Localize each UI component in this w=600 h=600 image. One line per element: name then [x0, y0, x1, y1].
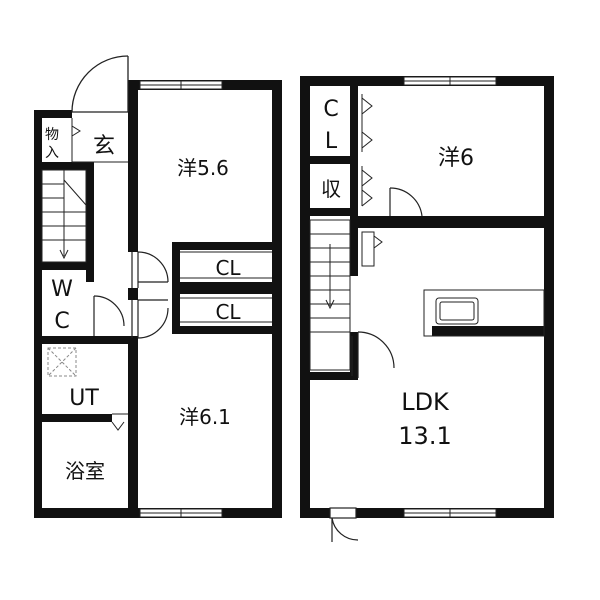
floor-2: C L 収 洋6 LDK 13.1 [300, 76, 554, 542]
label-western-room-a: 洋5.6 [177, 156, 229, 180]
label-bathroom: 浴室 [65, 459, 105, 483]
label-closet-a: CL [215, 256, 241, 280]
floor-2-stairs [309, 219, 351, 371]
floor-1-room-a-door [131, 251, 169, 288]
floor-2-room-door [389, 187, 423, 217]
floor-1-washer-space [47, 347, 77, 377]
label-western-room: 洋6 [438, 146, 474, 171]
label-entrance: 玄 [93, 134, 115, 159]
floor-2-ldk-door [351, 331, 395, 378]
label-closet-top: C [323, 97, 338, 122]
floor-2-bottom-door [329, 507, 359, 542]
label-western-room-b: 洋6.1 [179, 405, 231, 429]
floor-1-wc-door [93, 295, 125, 336]
label-ldk: LDK [401, 388, 450, 416]
label-storage-top: 物 [45, 127, 59, 143]
floor-2-labels: C L 収 洋6 LDK 13.1 [321, 97, 474, 450]
label-closet-b: CL [215, 300, 241, 324]
label-toilet-top: W [51, 277, 73, 302]
label-storage: 収 [321, 177, 341, 201]
floor-1-room-b-door [131, 299, 169, 339]
floor-2-kitchen-counter [423, 289, 545, 337]
floor-1-top-window [139, 80, 223, 90]
floor-2-outer-walls [300, 76, 554, 518]
floor-2-closet-doors [361, 94, 373, 207]
label-closet-bottom: L [325, 129, 338, 154]
floor-2-interior-walls [310, 86, 544, 380]
floor-2-top-window [403, 76, 497, 86]
label-utility: UT [69, 386, 99, 411]
label-ldk-size: 13.1 [398, 422, 451, 450]
floor-1-labels: 物 入 玄 洋5.6 CL CL W C UT 洋6.1 浴室 [45, 127, 241, 483]
label-toilet-bottom: C [54, 309, 69, 334]
floor-2-bottom-window [403, 508, 497, 518]
floor-1-bottom-window [139, 508, 223, 518]
label-storage-bottom: 入 [45, 145, 59, 161]
floor-1: 物 入 玄 洋5.6 CL CL W C UT 洋6.1 浴室 [34, 55, 282, 518]
floor-1-stairs [41, 169, 87, 263]
floor-2-small-closet [361, 231, 383, 267]
floor-1-thin-lines [71, 118, 272, 431]
floor-1-entrance-door [71, 55, 129, 113]
floor-1-interior-walls [42, 112, 272, 508]
